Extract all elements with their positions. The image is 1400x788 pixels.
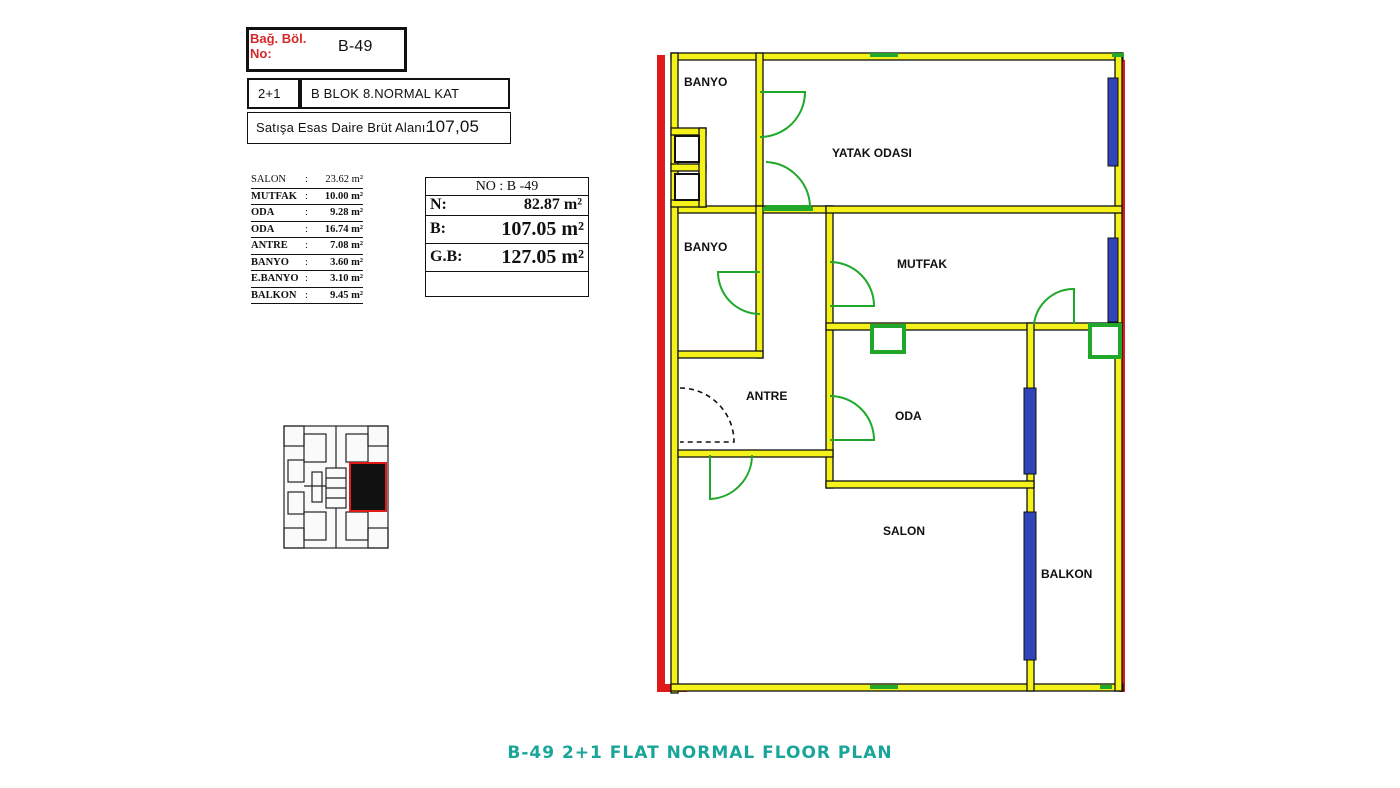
plan-caption: B-49 2+1 FLAT NORMAL FLOOR PLAN	[507, 743, 893, 763]
summary-row: G.B: 127.05 m²	[426, 243, 588, 272]
summary-label: B:	[430, 220, 446, 237]
area-table: SALON : 23.62 m² MUTFAK : 10.00 m² ODA :…	[251, 172, 363, 304]
area-row: BALKON : 9.45 m²	[251, 288, 363, 304]
room-label: BANYO	[684, 240, 727, 254]
windows	[1023, 77, 1119, 661]
area-value: 7.08 m²	[330, 240, 363, 251]
area-value: 10.00 m²	[324, 190, 363, 202]
unit-no-value: B-49	[338, 38, 373, 55]
area-value: 9.28 m²	[330, 207, 363, 218]
unit-type-box	[247, 78, 300, 109]
unit-location-box	[300, 78, 510, 109]
key-plan	[283, 425, 389, 549]
area-row: ANTRE : 7.08 m²	[251, 238, 363, 255]
area-value: 3.10 m²	[330, 273, 363, 284]
area-name: ODA	[251, 223, 275, 235]
summary-value: 107.05 m²	[501, 218, 584, 240]
summary-row: N: 82.87 m²	[426, 195, 588, 216]
area-row: BANYO : 3.60 m²	[251, 255, 363, 271]
area-row: MUTFAK : 10.00 m²	[251, 189, 363, 205]
unit-no-box	[246, 27, 407, 72]
area-name: SALON	[251, 174, 287, 185]
shafts	[674, 135, 1122, 359]
area-value: 16.74 m²	[324, 223, 363, 235]
summary-title: NO : B -49	[475, 179, 539, 194]
area-value: 9.45 m²	[330, 289, 363, 301]
area-name: ODA	[251, 207, 275, 218]
room-label: ANTRE	[746, 389, 787, 403]
area-row: ODA : 9.28 m²	[251, 205, 363, 222]
unit-no-label: Bağ. Böl. No:	[250, 31, 307, 61]
room-label: BALKON	[1041, 567, 1092, 581]
unit-location: B BLOK 8.NORMAL KAT	[311, 86, 460, 101]
openings	[763, 53, 1124, 689]
summary-value: 127.05 m²	[501, 246, 584, 268]
summary-label: G.B:	[430, 248, 463, 265]
area-value: 23.62 m²	[325, 174, 363, 185]
area-name: ANTRE	[251, 240, 288, 251]
room-label: ODA	[895, 409, 922, 423]
area-row: ODA : 16.74 m²	[251, 222, 363, 238]
room-label: MUTFAK	[897, 257, 947, 271]
gross-area-label: Satışa Esas Daire Brüt Alanı:	[256, 120, 430, 135]
floor-plan: BANYO YATAK ODASI BANYO MUTFAK ANTRE ODA…	[657, 52, 1125, 694]
gross-area-box	[247, 112, 511, 144]
area-name: BANYO	[251, 256, 289, 268]
area-name: MUTFAK	[251, 190, 297, 202]
doors	[709, 91, 1075, 501]
summary-box: NO : B -49 N: 82.87 m² B: 107.05 m² G.B:…	[425, 177, 589, 297]
room-label: YATAK ODASI	[832, 146, 912, 160]
summary-label: N:	[430, 196, 447, 213]
gross-area-value: 107,05	[426, 117, 480, 136]
summary-row: B: 107.05 m²	[426, 215, 588, 244]
area-row: E.BANYO : 3.10 m²	[251, 271, 363, 288]
summary-title-row: NO : B -49	[426, 178, 588, 196]
area-row: SALON : 23.62 m²	[251, 172, 363, 189]
entry-door	[679, 387, 735, 443]
area-name: BALKON	[251, 289, 297, 301]
unit-highlight	[349, 462, 387, 512]
room-label: BANYO	[684, 75, 727, 89]
summary-value: 82.87 m²	[523, 196, 582, 213]
area-name: E.BANYO	[251, 273, 299, 284]
unit-type: 2+1	[258, 86, 281, 101]
area-value: 3.60 m²	[330, 256, 363, 268]
room-label: SALON	[883, 524, 925, 538]
